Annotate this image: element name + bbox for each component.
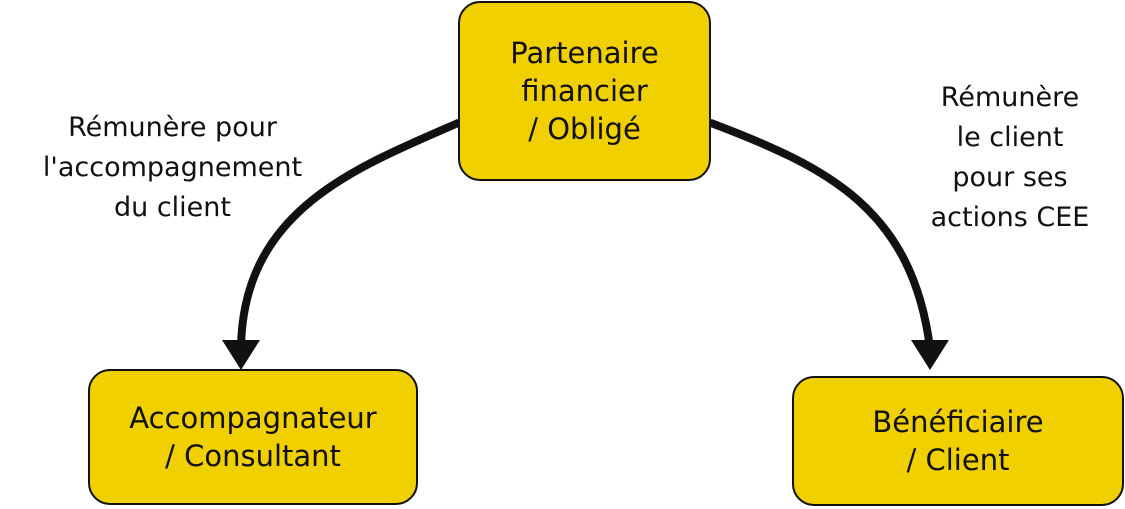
node-beneficiaire: Bénéficiaire / Client: [792, 376, 1124, 506]
node-accompagnateur-label: Accompagnateur / Consultant: [129, 401, 377, 473]
arrow-top-to-right: [707, 119, 934, 352]
node-partenaire-financier: Partenaire financier / Obligé: [458, 1, 711, 181]
edge-label-right: Rémunère le client pour ses actions CEE: [930, 82, 1090, 233]
node-beneficiaire-label: Bénéficiaire / Client: [872, 405, 1044, 477]
edge-label-left: Rémunère pour l'accompagnement du client: [42, 112, 303, 223]
arrowhead-right: [911, 340, 949, 370]
arrow-top-to-left: [237, 119, 462, 352]
node-partenaire-financier-label: Partenaire financier / Obligé: [510, 36, 659, 146]
node-accompagnateur: Accompagnateur / Consultant: [88, 369, 418, 505]
arrowhead-left: [222, 340, 260, 370]
